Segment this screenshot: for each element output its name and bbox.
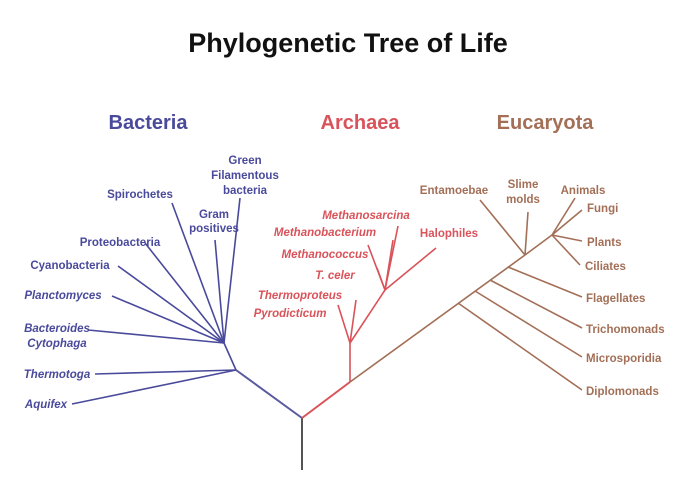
label-ciliates: Ciliates	[585, 261, 626, 273]
archaea-labels: Methanosarcina Methanobacterium Halophil…	[254, 210, 479, 320]
label-thermoproteus: Thermoproteus	[258, 290, 342, 302]
label-animals: Animals	[561, 185, 606, 197]
label-microsporidia: Microsporidia	[586, 353, 662, 365]
label-gram-positives-2: positives	[189, 223, 239, 235]
label-methanosarcina: Methanosarcina	[322, 210, 410, 222]
label-aquifex: Aquifex	[24, 399, 68, 411]
archaea-branches	[337, 225, 437, 382]
label-entamoebae: Entamoebae	[420, 185, 488, 197]
eucaryota-labels: Entamoebae Slime molds Animals Fungi Pla…	[420, 179, 665, 398]
label-bacteroides: Bacteroides	[24, 323, 90, 335]
eucaryota-branches	[349, 197, 583, 391]
label-gram-positives-1: Gram	[199, 209, 229, 221]
label-cytophaga: Cytophaga	[27, 338, 87, 350]
label-slime-molds-1: Slime	[508, 179, 539, 191]
label-halophiles: Halophiles	[420, 228, 478, 240]
domain-eucaryota-label: Eucaryota	[497, 112, 595, 134]
label-methanobacterium: Methanobacterium	[274, 227, 376, 239]
label-plants: Plants	[587, 237, 622, 249]
label-trichomonads: Trichomonads	[586, 324, 665, 336]
label-green-filamentous-3: bacteria	[223, 185, 268, 197]
label-cyanobacteria: Cyanobacteria	[30, 260, 110, 272]
label-planctomyces: Planctomyces	[24, 290, 101, 302]
label-t-celer: T. celer	[315, 270, 355, 282]
label-pyrodicticum: Pyrodicticum	[254, 308, 327, 320]
label-fungi: Fungi	[587, 203, 618, 215]
bacteria-branches	[71, 197, 241, 405]
domain-archaea-label: Archaea	[321, 112, 401, 134]
bacteria-labels: Green Filamentous bacteria Spirochetes G…	[24, 155, 279, 411]
label-diplomonads: Diplomonads	[586, 386, 659, 398]
root-branches	[235, 369, 351, 470]
label-thermotoga: Thermotoga	[24, 369, 91, 381]
label-green-filamentous-2: Filamentous	[211, 170, 279, 182]
label-slime-molds-2: molds	[506, 194, 540, 206]
label-proteobacteria: Proteobacteria	[80, 237, 161, 249]
label-flagellates: Flagellates	[586, 293, 645, 305]
label-methanococcus: Methanococcus	[282, 249, 369, 261]
label-spirochetes: Spirochetes	[107, 189, 173, 201]
page-title: Phylogenetic Tree of Life	[188, 28, 508, 58]
label-green-filamentous-1: Green	[228, 155, 261, 167]
domain-bacteria-label: Bacteria	[109, 112, 189, 134]
